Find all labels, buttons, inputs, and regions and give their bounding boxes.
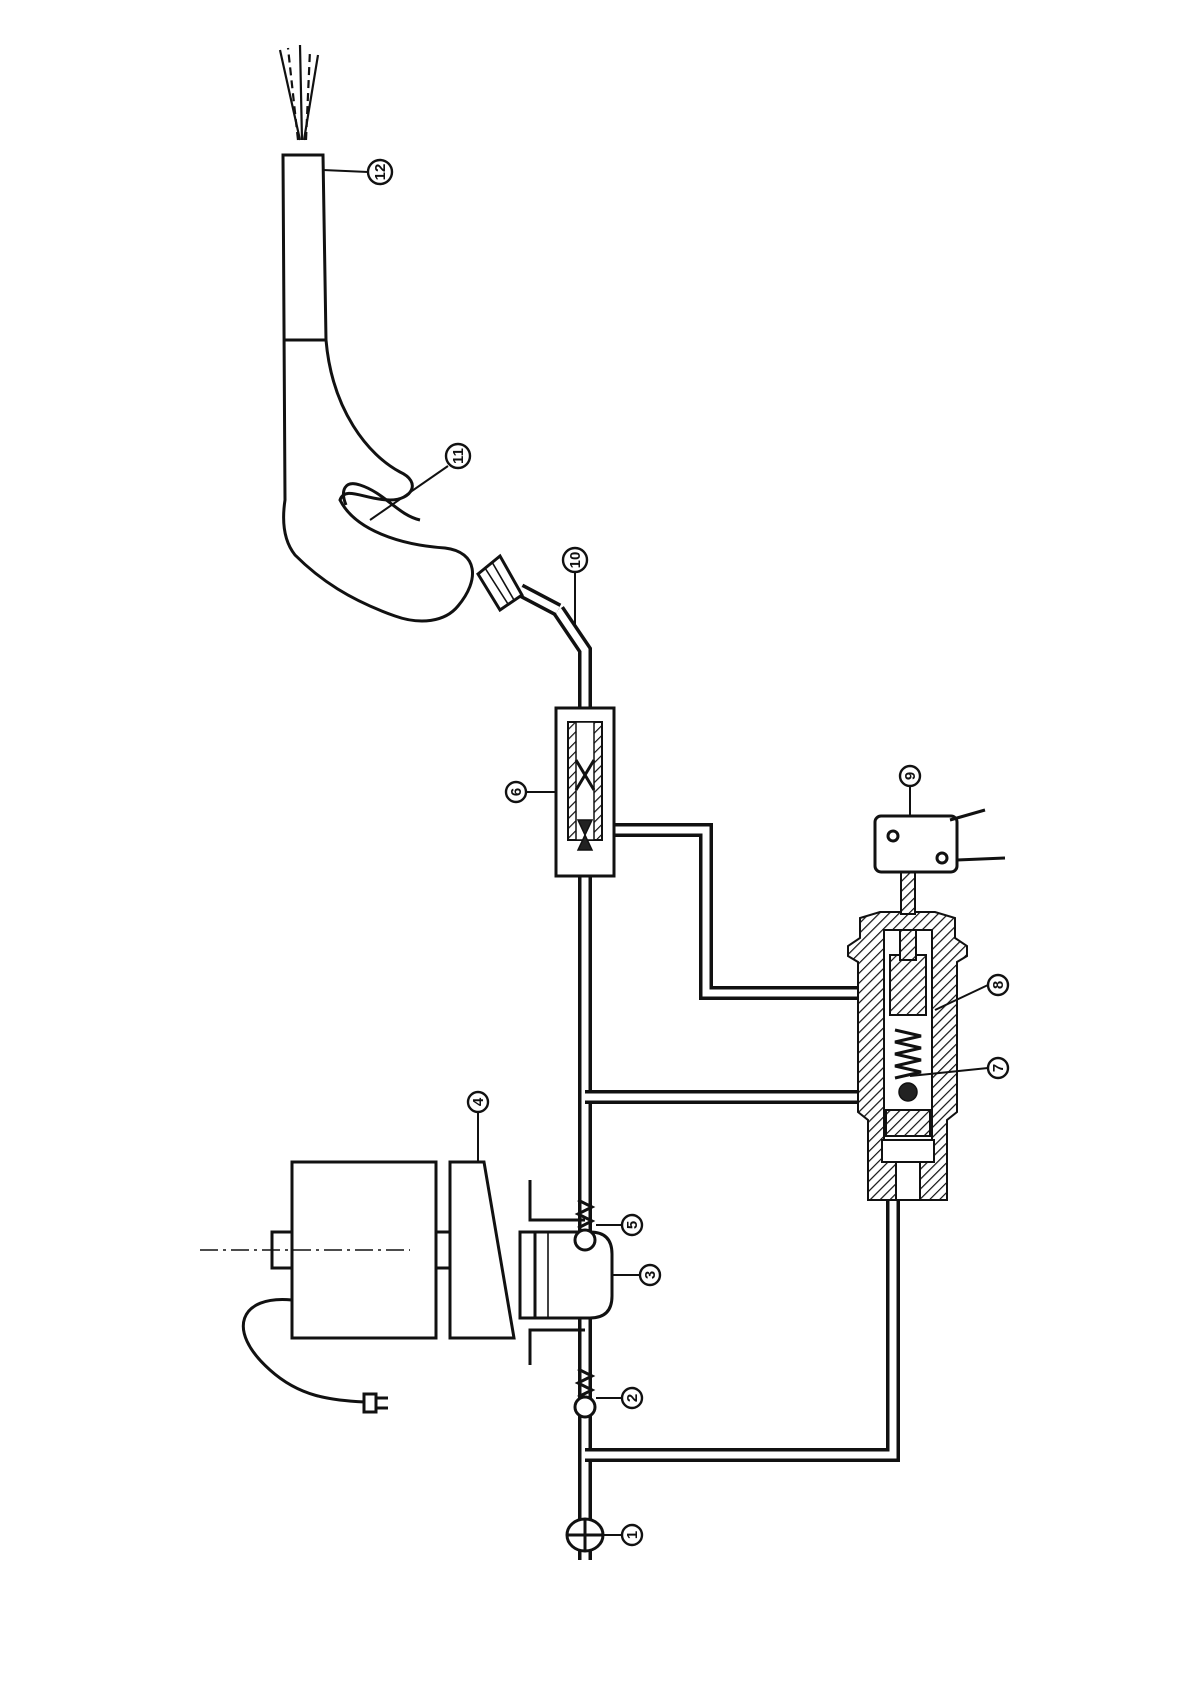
swash-plate <box>450 1162 514 1338</box>
spray-jet <box>280 45 318 140</box>
callout-8-label: 8 <box>990 981 1007 989</box>
callout-7-label: 7 <box>990 1064 1007 1072</box>
spray-gun <box>283 155 558 621</box>
callout-9-label: 9 <box>902 772 919 780</box>
unloader-valve <box>848 870 967 1200</box>
callout-6-label: 6 <box>508 788 525 796</box>
callout-3-label: 3 <box>642 1271 659 1279</box>
pump-piston <box>520 1180 612 1365</box>
microswitch <box>875 810 1005 872</box>
callout-4-label: 4 <box>470 1097 487 1106</box>
injector-valve <box>556 708 614 876</box>
callout-12-label: 12 <box>372 164 389 181</box>
inlet-filter <box>567 1519 603 1551</box>
plug-icon <box>364 1394 388 1412</box>
callout-5-label: 5 <box>624 1221 641 1229</box>
callout-1-label: 1 <box>624 1531 641 1539</box>
callout-2-label: 2 <box>624 1394 641 1402</box>
bypass-lines <box>585 830 893 1455</box>
callout-11-label: 11 <box>450 448 467 464</box>
callout-10-label: 10 <box>567 552 584 569</box>
electric-motor <box>200 1162 450 1412</box>
